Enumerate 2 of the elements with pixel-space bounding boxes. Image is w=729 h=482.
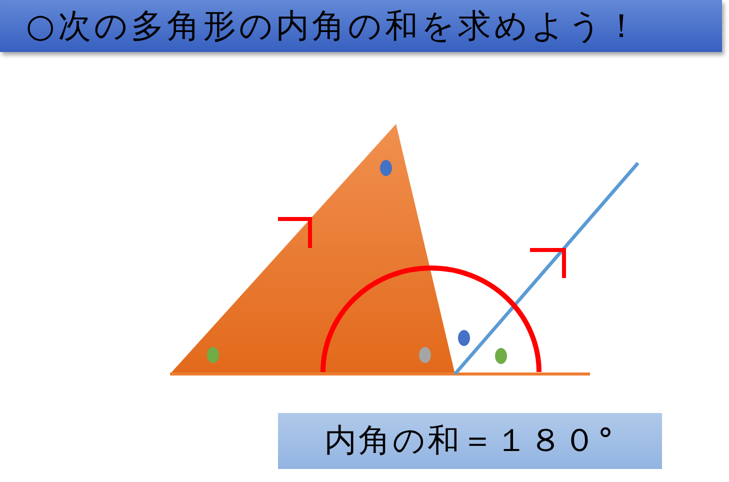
title-text: ○次の多角形の内角の和を求めよう！ bbox=[26, 6, 641, 46]
result-box: 内角の和＝１８０° bbox=[278, 413, 662, 469]
